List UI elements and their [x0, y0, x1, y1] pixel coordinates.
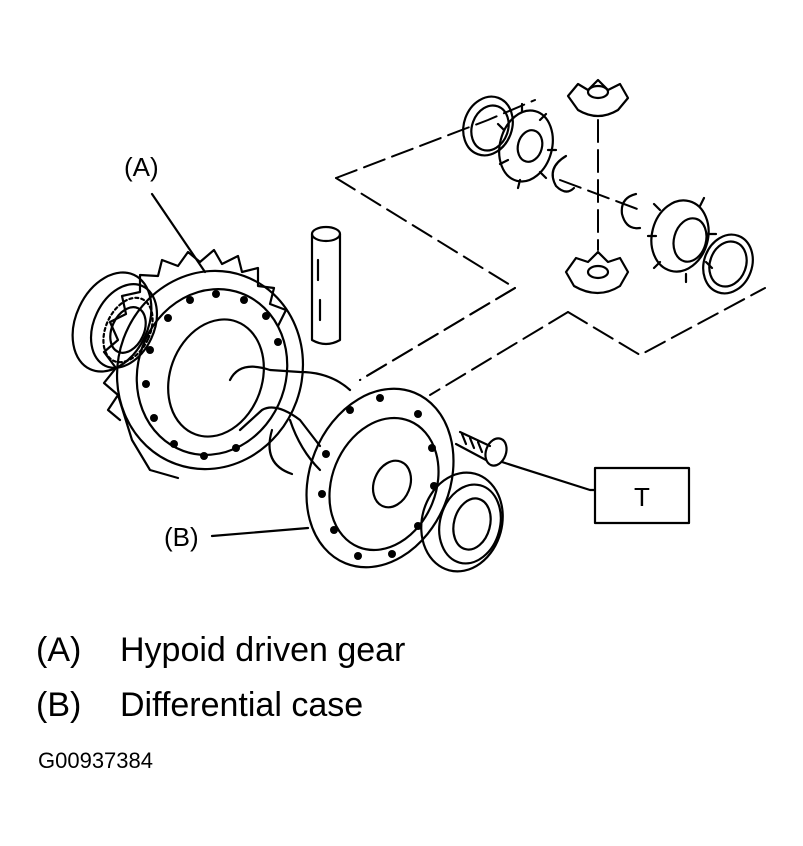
callout-a: (A) — [124, 152, 159, 182]
pinion-gear-top — [566, 78, 630, 118]
snap-ring-right — [620, 192, 642, 230]
right-bearing — [420, 471, 504, 573]
legend-row-b: (B) Differential case — [36, 685, 363, 725]
torque-callout-box — [593, 466, 691, 525]
side-gear-left — [496, 102, 558, 190]
side-gear-right — [646, 196, 718, 284]
differential-case — [228, 365, 455, 569]
legend-text-a: Hypoid driven gear — [120, 631, 406, 669]
legend-row-a: (A) Hypoid driven gear — [36, 630, 405, 670]
leader-line-t — [500, 460, 597, 492]
legend-key-a: (A) — [36, 631, 82, 669]
figure-code: G00937384 — [38, 748, 153, 773]
callout-t: T — [634, 482, 650, 512]
snap-ring-left — [551, 154, 576, 193]
thrust-washer-right — [702, 233, 754, 295]
left-bearing — [71, 271, 159, 373]
pinion-gear-bottom — [564, 250, 630, 295]
legend-text-b: Differential case — [120, 686, 364, 724]
leader-line-b — [210, 526, 310, 538]
differential-exploded-diagram: (A) (B) T — [71, 78, 766, 573]
thrust-washer-left — [462, 95, 514, 157]
pinion-shaft — [310, 225, 342, 346]
leader-line-a — [150, 192, 207, 274]
legend-key-b: (B) — [36, 686, 82, 724]
callout-b: (B) — [164, 522, 199, 552]
bolt — [454, 430, 508, 467]
hypoid-driven-gear — [102, 248, 305, 480]
exploded-view-dashed-outline — [335, 99, 766, 396]
